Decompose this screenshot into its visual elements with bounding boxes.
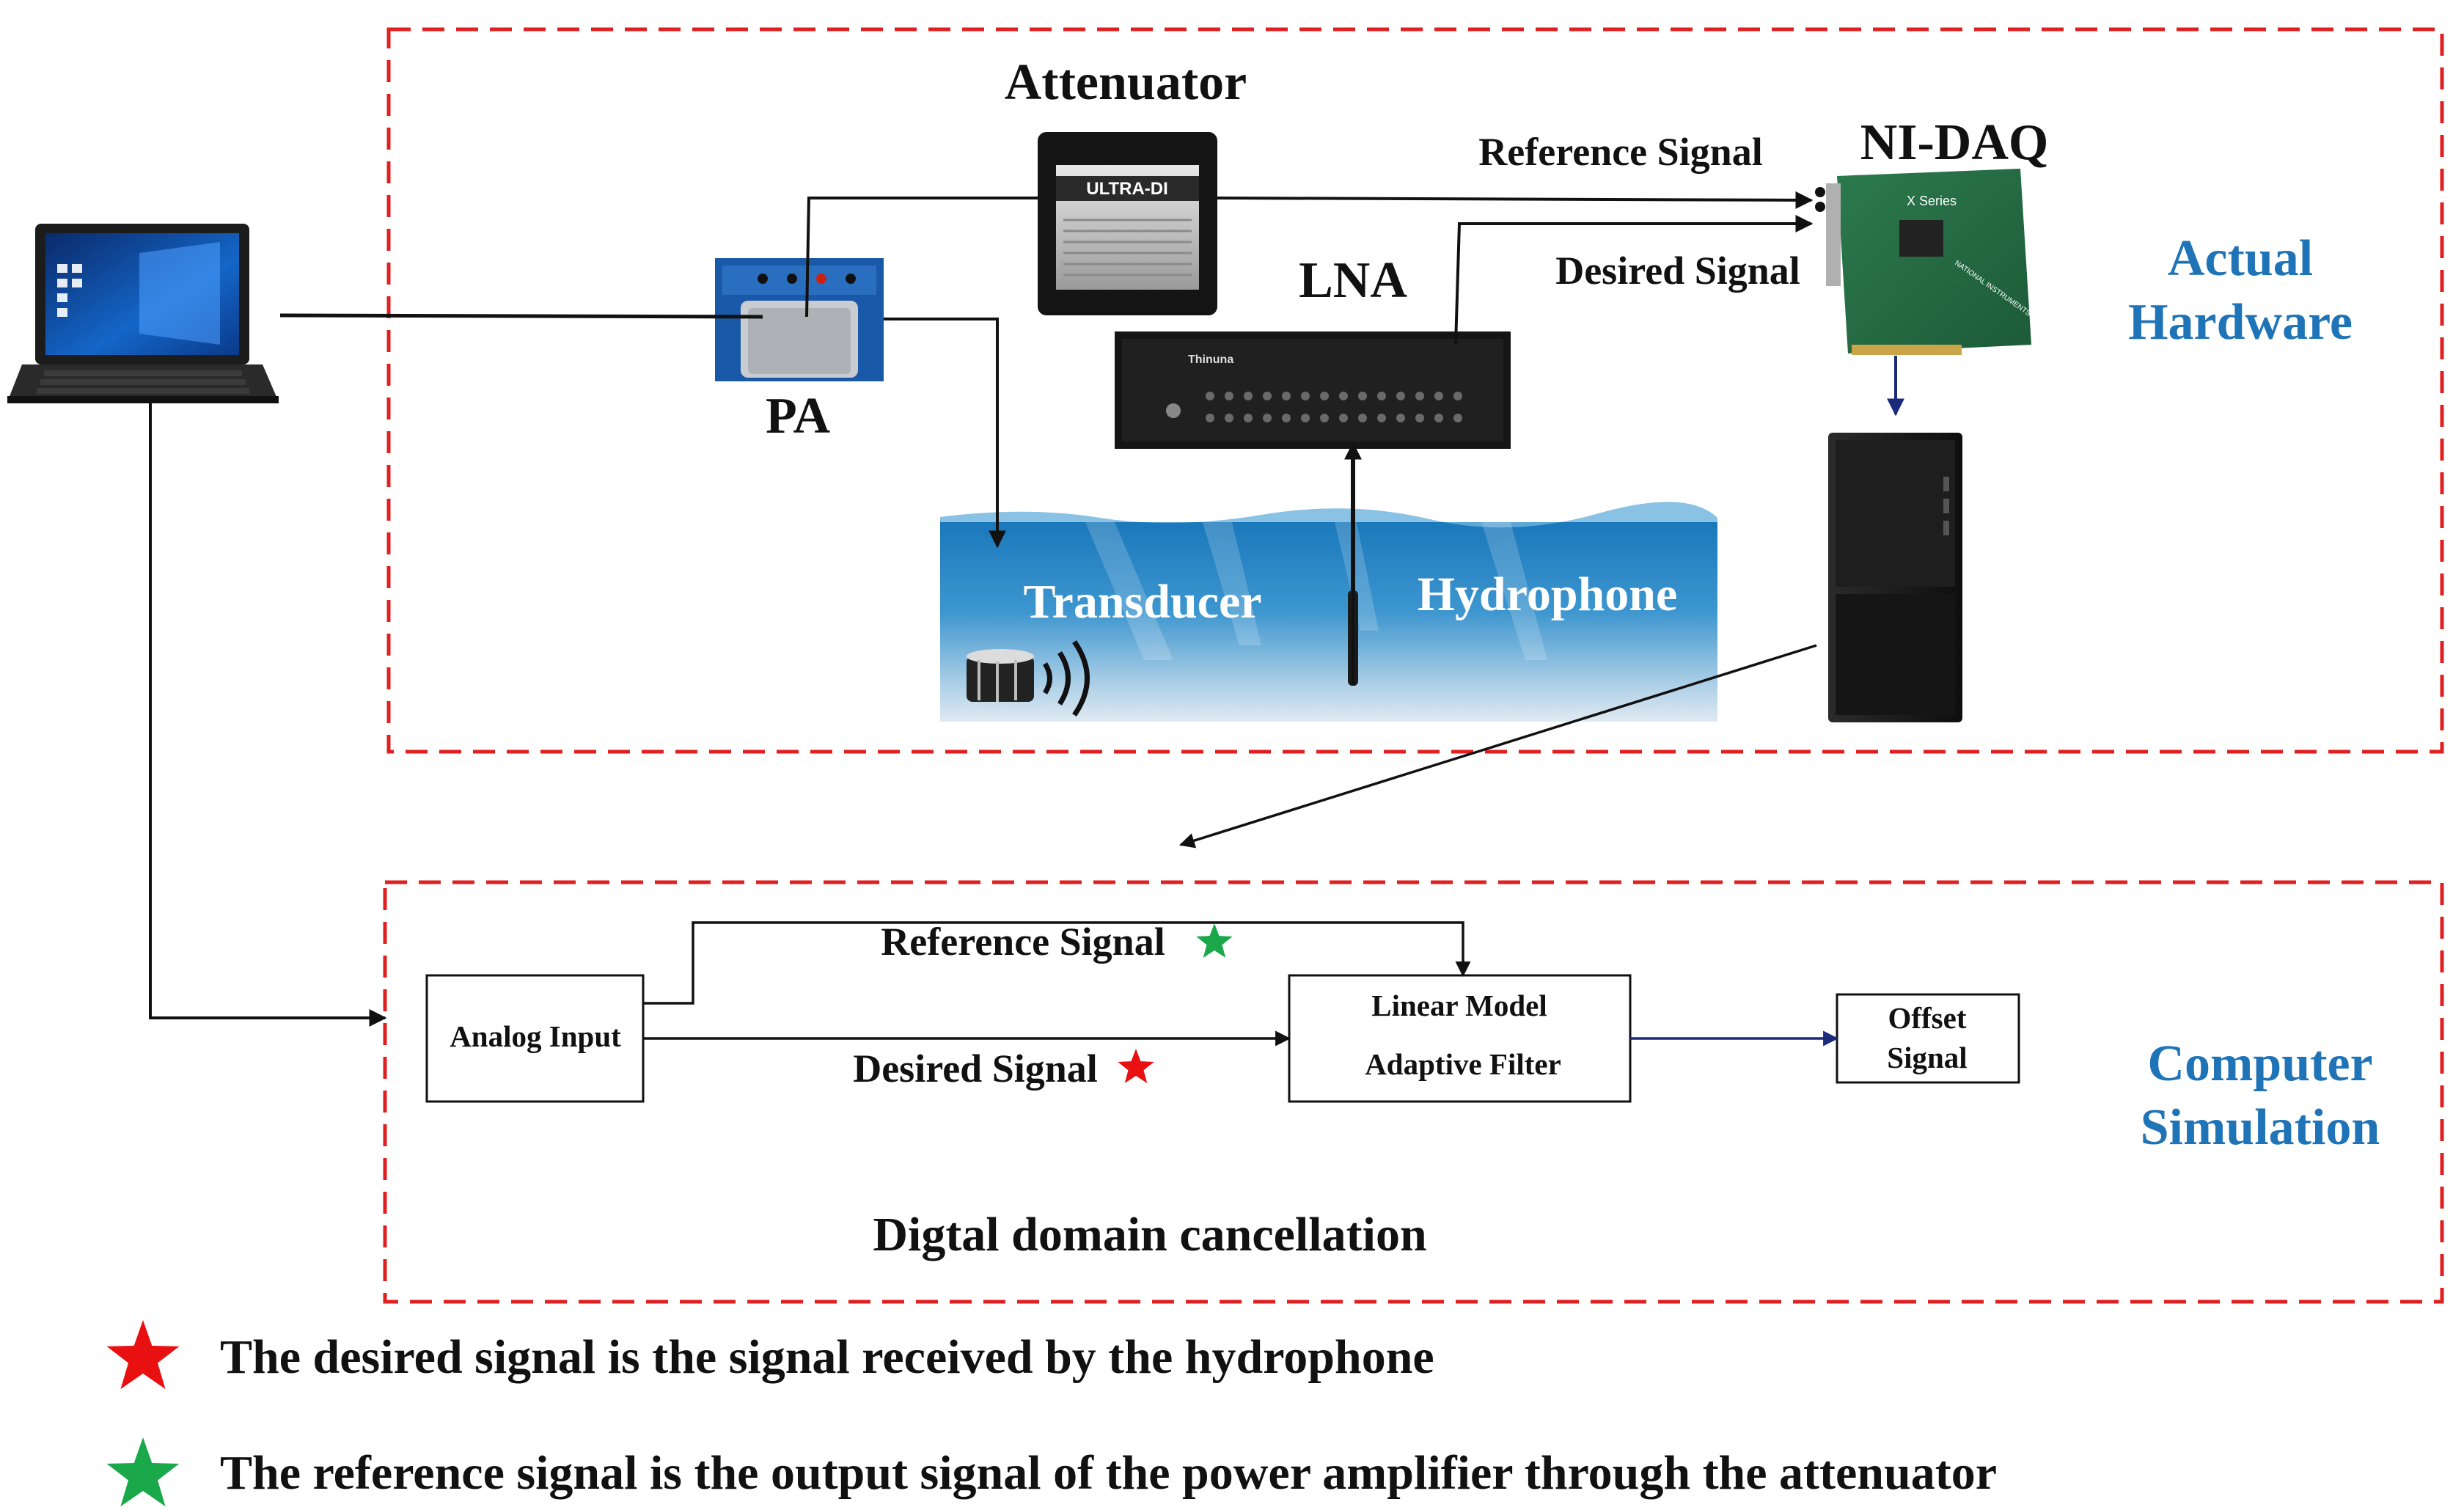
lna-image: Thinuna xyxy=(1115,331,1511,449)
green-star-icon xyxy=(106,1437,180,1507)
red-star-icon xyxy=(106,1320,180,1390)
lna-knob xyxy=(1434,414,1443,422)
analog-input-block xyxy=(425,974,645,1103)
laptop-image xyxy=(7,224,279,403)
lna-brand-text: Thinuna xyxy=(1188,353,1233,366)
domain-cancellation-label: Digtal domain cancellation xyxy=(873,1208,1426,1261)
transducer-label: Transducer xyxy=(1023,575,1261,628)
lna-knob xyxy=(1244,392,1253,400)
lna-knob xyxy=(1301,392,1310,400)
attenuator-image: ULTRA-DI xyxy=(1038,132,1217,315)
simulation-connections xyxy=(643,921,1839,1047)
filter-label-line1: Linear Model xyxy=(1371,989,1547,1022)
desired-signal-label-sim: Desired Signal xyxy=(853,1047,1098,1091)
lna-knob xyxy=(1225,414,1233,422)
offset-signal-block xyxy=(1836,993,2020,1084)
desired-signal-label-hardware: Desired Signal xyxy=(1555,249,1800,293)
lna-knob xyxy=(1415,392,1424,400)
lna-knob xyxy=(1320,392,1329,400)
computer-simulation-label-line1: Computer xyxy=(2147,1036,2372,1092)
lna-knob xyxy=(1453,392,1462,400)
attenuator-brand-text: ULTRA-DI xyxy=(1086,179,1168,199)
lna-knob xyxy=(1263,414,1272,422)
lna-knob xyxy=(1396,392,1405,400)
lna-knob xyxy=(1377,414,1386,422)
lna-knob xyxy=(1434,392,1443,400)
lna-knob xyxy=(1358,414,1367,422)
lna-knob xyxy=(1415,414,1424,422)
lna-knob xyxy=(1244,414,1253,422)
lna-knob xyxy=(1453,414,1462,422)
computer-simulation-region xyxy=(383,880,2444,1304)
lna-knob xyxy=(1358,392,1367,400)
lna-knob xyxy=(1377,392,1386,400)
offset-label-line2: Signal xyxy=(1887,1041,1967,1074)
lna-knob xyxy=(1301,414,1310,422)
legend-red-star-text: The desired signal is the signal receive… xyxy=(220,1330,1434,1384)
lna-knob xyxy=(1339,392,1348,400)
lna-knob xyxy=(1339,414,1348,422)
ni-daq-label: NI-DAQ xyxy=(1860,114,2049,171)
offset-label-line1: Offset xyxy=(1888,1001,1966,1035)
lna-knob xyxy=(1282,414,1291,422)
actual-hardware-label-line1: Actual xyxy=(2168,230,2313,287)
lna-knob xyxy=(1396,414,1405,422)
analog-input-label: Analog Input xyxy=(450,1019,621,1053)
ni-daq-image: X Series NATIONAL INSTRUMENTS xyxy=(1815,169,2032,355)
lna-knob xyxy=(1206,392,1214,400)
reference-signal-label-sim: Reference Signal xyxy=(881,920,1165,964)
red-star-icon xyxy=(1118,1049,1154,1083)
attenuator-label: Attenuator xyxy=(1005,54,1247,111)
ni-daq-board-text: X Series xyxy=(1907,194,1957,208)
lna-knob xyxy=(1263,392,1272,400)
reference-signal-label-hardware: Reference Signal xyxy=(1478,130,1762,174)
lna-knob xyxy=(1206,414,1214,422)
lna-knob xyxy=(1225,392,1233,400)
lna-label: LNA xyxy=(1299,252,1407,309)
green-star-icon xyxy=(1196,923,1233,958)
computer-simulation-label-line2: Simulation xyxy=(2141,1099,2380,1156)
legend-green-star-text: The reference signal is the output signa… xyxy=(220,1446,1997,1500)
actual-hardware-label-line2: Hardware xyxy=(2128,294,2353,351)
pa-label: PA xyxy=(766,388,831,444)
lna-knob xyxy=(1282,392,1291,400)
filter-label-line2: Adaptive Filter xyxy=(1365,1047,1561,1081)
water-tank-image xyxy=(940,502,1717,722)
actual-hardware-region xyxy=(386,27,2444,754)
power-amplifier-image xyxy=(715,258,884,381)
pc-tower-image xyxy=(1828,433,1962,722)
lna-knob xyxy=(1320,414,1329,422)
hydrophone-label: Hydrophone xyxy=(1418,568,1678,621)
hardware-connections xyxy=(149,191,1904,1027)
transducer-image xyxy=(967,639,1090,717)
